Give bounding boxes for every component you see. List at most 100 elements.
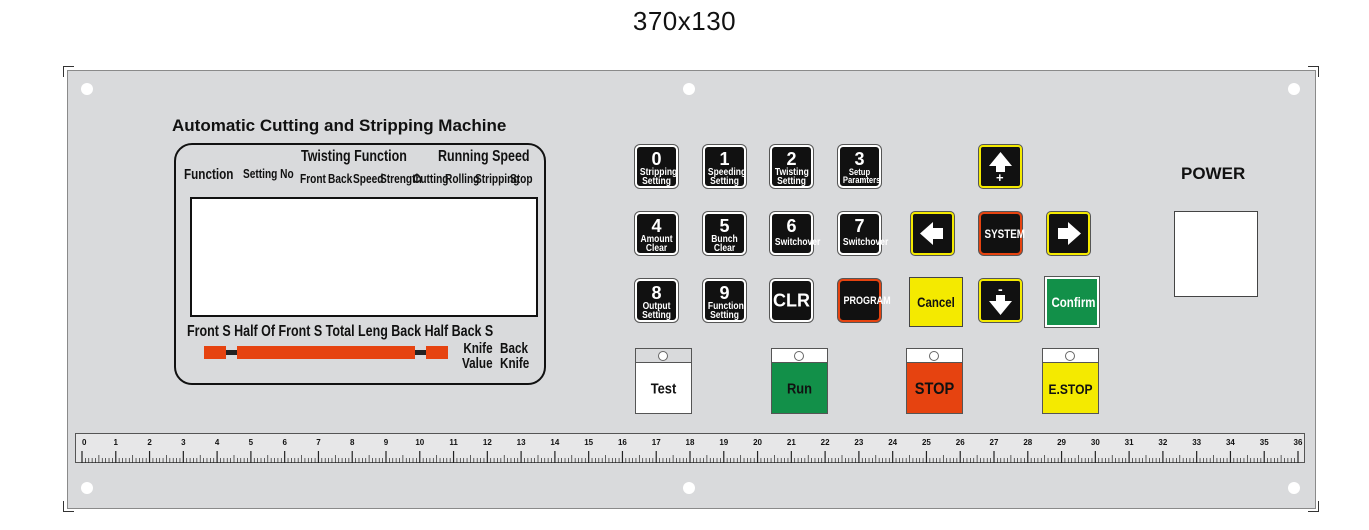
stop-button[interactable]: STOP — [906, 348, 963, 414]
left-arrow-button[interactable] — [911, 212, 954, 255]
ruler-label: 3 — [181, 438, 186, 447]
display-label-running-speed: Running Speed — [438, 148, 530, 165]
key-8-output-setting[interactable]: 8 Output Setting — [635, 279, 678, 322]
dimension-label: 370x130 — [632, 6, 737, 36]
test-button[interactable]: Test — [635, 348, 692, 414]
speed-col-stop: Stop — [510, 171, 533, 186]
confirm-label: Confirm — [1051, 294, 1096, 310]
up-plus-mark: + — [996, 170, 1004, 185]
mounting-hole — [81, 83, 93, 95]
corner-mark — [1308, 66, 1319, 77]
key-7-switchover[interactable]: 7 Switchover — [838, 212, 889, 255]
power-label: POWER — [1181, 164, 1246, 183]
key-sublabel: Speeding Setting — [707, 167, 747, 188]
key-4-amount-clear[interactable]: 4 Amount Clear — [635, 212, 678, 255]
ruler-label: 4 — [215, 438, 220, 447]
indicator-lamp — [658, 351, 668, 361]
bar-separator — [415, 350, 426, 355]
ruler-label: 33 — [1192, 438, 1201, 447]
run-button[interactable]: Run — [771, 348, 828, 414]
ruler-label: 32 — [1158, 438, 1167, 447]
ruler-label: 12 — [483, 438, 492, 447]
ruler-label: 31 — [1125, 438, 1134, 447]
key-9-function-setting[interactable]: 9 Function Setting — [703, 279, 746, 322]
key-number: 4 — [651, 216, 662, 236]
key-5-bunch-clear[interactable]: 5 Bunch Clear — [703, 212, 746, 255]
display-frame — [174, 143, 546, 385]
key-sublabel: Bunch Clear — [711, 234, 738, 255]
ruler-label: 29 — [1057, 438, 1066, 447]
ruler-label: 16 — [618, 438, 627, 447]
ruler-label: 35 — [1260, 438, 1269, 447]
key-sublabel: Switchover — [842, 237, 889, 248]
ruler-label: 2 — [147, 438, 152, 447]
indicator-cap — [636, 349, 691, 363]
key-sublabel: Switchover — [774, 237, 821, 248]
ruler-label: 7 — [316, 438, 321, 447]
corner-mark — [63, 501, 74, 512]
display-label-function: Function — [184, 166, 234, 183]
key-number: 6 — [786, 216, 797, 236]
key-6-switchover[interactable]: 6 Switchover — [770, 212, 821, 255]
mounting-hole — [1288, 482, 1300, 494]
arrow-left-icon — [920, 222, 943, 245]
emergency-stop-button[interactable]: E.STOP — [1042, 348, 1099, 414]
indicator-lamp — [1065, 351, 1075, 361]
ruler-label: 18 — [686, 438, 695, 447]
back-knife-label: Back Knife — [500, 340, 530, 372]
estop-label: E.STOP — [1048, 381, 1093, 397]
ruler-label: 8 — [350, 438, 355, 447]
key-1-speeding-setting[interactable]: 1 Speeding Setting — [703, 145, 746, 188]
cancel-button[interactable]: Cancel — [909, 277, 963, 327]
mounting-hole — [683, 83, 695, 95]
key-number: 9 — [719, 283, 730, 303]
system-label: SYSTEM — [984, 226, 1025, 241]
twist-col-speed: Speed — [353, 171, 384, 186]
display-label-setting-no: Setting No — [243, 166, 294, 181]
ruler-label: 6 — [282, 438, 287, 447]
key-number: 0 — [651, 149, 662, 169]
ruler-label: 23 — [854, 438, 863, 447]
cancel-label: Cancel — [917, 294, 955, 310]
right-arrow-button[interactable] — [1047, 212, 1090, 255]
run-label: Run — [786, 380, 813, 398]
ruler-label: 1 — [114, 438, 119, 447]
key-0-stripping-setting[interactable]: 0 Stripping Setting — [635, 145, 678, 188]
ruler-label: 36 — [1294, 438, 1303, 447]
confirm-button[interactable]: Confirm — [1045, 277, 1099, 327]
ruler-label: 9 — [384, 438, 389, 447]
ruler-label: 30 — [1091, 438, 1100, 447]
key-number: 3 — [854, 149, 865, 169]
corner-mark — [1308, 501, 1319, 512]
indicator-cap — [907, 349, 962, 363]
front-strip-bar — [204, 346, 226, 359]
ruler-label: 26 — [956, 438, 965, 447]
stop-label: STOP — [914, 379, 955, 398]
up-arrow-button[interactable]: + — [979, 145, 1022, 188]
key-2-twisting-setting[interactable]: 2 Twisting Setting — [770, 145, 813, 188]
clr-button[interactable]: CLR — [770, 279, 813, 322]
ruler-label: 34 — [1226, 438, 1235, 447]
key-sublabel: Function Setting — [707, 301, 744, 322]
down-arrow-button[interactable]: - — [979, 279, 1022, 322]
ruler-label: 19 — [719, 438, 728, 447]
twist-col-front: Front — [300, 171, 326, 186]
display-label-twisting-function: Twisting Function — [301, 148, 407, 165]
key-3-setup-parameters[interactable]: 3 Setup Paramters — [838, 145, 881, 188]
ruler-label: 15 — [584, 438, 593, 447]
arrow-down-icon — [989, 295, 1012, 315]
knife-value-label: Knife Value — [462, 340, 493, 372]
ruler-label: 13 — [517, 438, 526, 447]
indicator-cap — [1043, 349, 1098, 363]
clr-label: CLR — [773, 290, 810, 310]
speed-col-stripping: Stripping — [475, 171, 520, 186]
system-button[interactable]: SYSTEM — [979, 212, 1025, 255]
back-strip-bar — [426, 346, 448, 359]
ruler-label: 21 — [787, 438, 796, 447]
ruler-label: 27 — [990, 438, 999, 447]
program-button[interactable]: PROGRAM — [838, 279, 891, 322]
power-switch[interactable] — [1174, 211, 1258, 297]
display-bottom-labels: Front S Half Of Front S Total Leng Back … — [187, 323, 494, 340]
